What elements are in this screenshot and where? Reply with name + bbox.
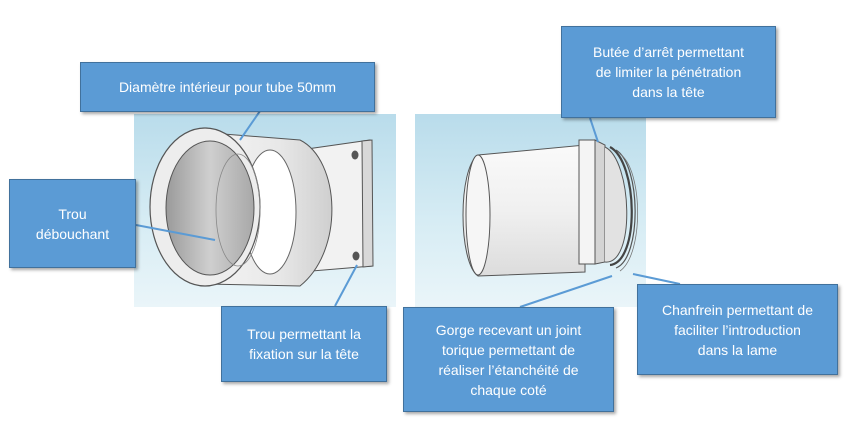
callout-text: Trou permettant la bbox=[247, 326, 361, 342]
chamfer-edge bbox=[615, 149, 636, 269]
left-front-ring bbox=[149, 127, 261, 287]
callout-text: dans la tête bbox=[632, 84, 705, 100]
callout-text: fixation sur la tête bbox=[249, 346, 359, 362]
callout-text: torique permettant de bbox=[441, 341, 576, 358]
callout-o-ring-groove: Gorge recevant un joint torique permetta… bbox=[403, 307, 614, 412]
right-stop-collar bbox=[578, 139, 639, 272]
lower-mounting-hole bbox=[352, 251, 360, 261]
callout-text: Diamètre intérieur pour tube 50mm bbox=[118, 79, 337, 95]
callout-text: dans la lame bbox=[697, 341, 778, 358]
callout-text: de limiter la pénétration bbox=[595, 64, 742, 80]
callout-text: faciliter l’introduction bbox=[674, 321, 801, 338]
callout-inner-diameter: Diamètre intérieur pour tube 50mm bbox=[80, 62, 375, 112]
callout-text: Trou bbox=[58, 205, 87, 222]
callout-text: Chanfrein permettant de bbox=[662, 301, 813, 318]
upper-mounting-hole bbox=[351, 150, 359, 160]
callout-chamfer: Chanfrein permettant de faciliter l’intr… bbox=[637, 284, 838, 375]
o-ring-groove bbox=[609, 146, 633, 267]
callout-text: débouchant bbox=[35, 225, 110, 242]
right-tube bbox=[462, 144, 586, 277]
callout-mounting-hole: Trou permettant la fixation sur la tête bbox=[221, 306, 387, 382]
callout-through-hole: Trou débouchant bbox=[9, 179, 136, 268]
callout-text: Butée d’arrêt permettant bbox=[593, 44, 744, 60]
inner-bore bbox=[165, 140, 255, 276]
callout-text: Gorge recevant un joint bbox=[435, 321, 582, 338]
callout-stop-collar: Butée d’arrêt permettant de limiter la p… bbox=[561, 26, 776, 118]
callout-text: chaque coté bbox=[470, 381, 547, 398]
leader-lines bbox=[135, 110, 681, 308]
callout-text: réaliser l’étanchéité de bbox=[438, 361, 579, 378]
